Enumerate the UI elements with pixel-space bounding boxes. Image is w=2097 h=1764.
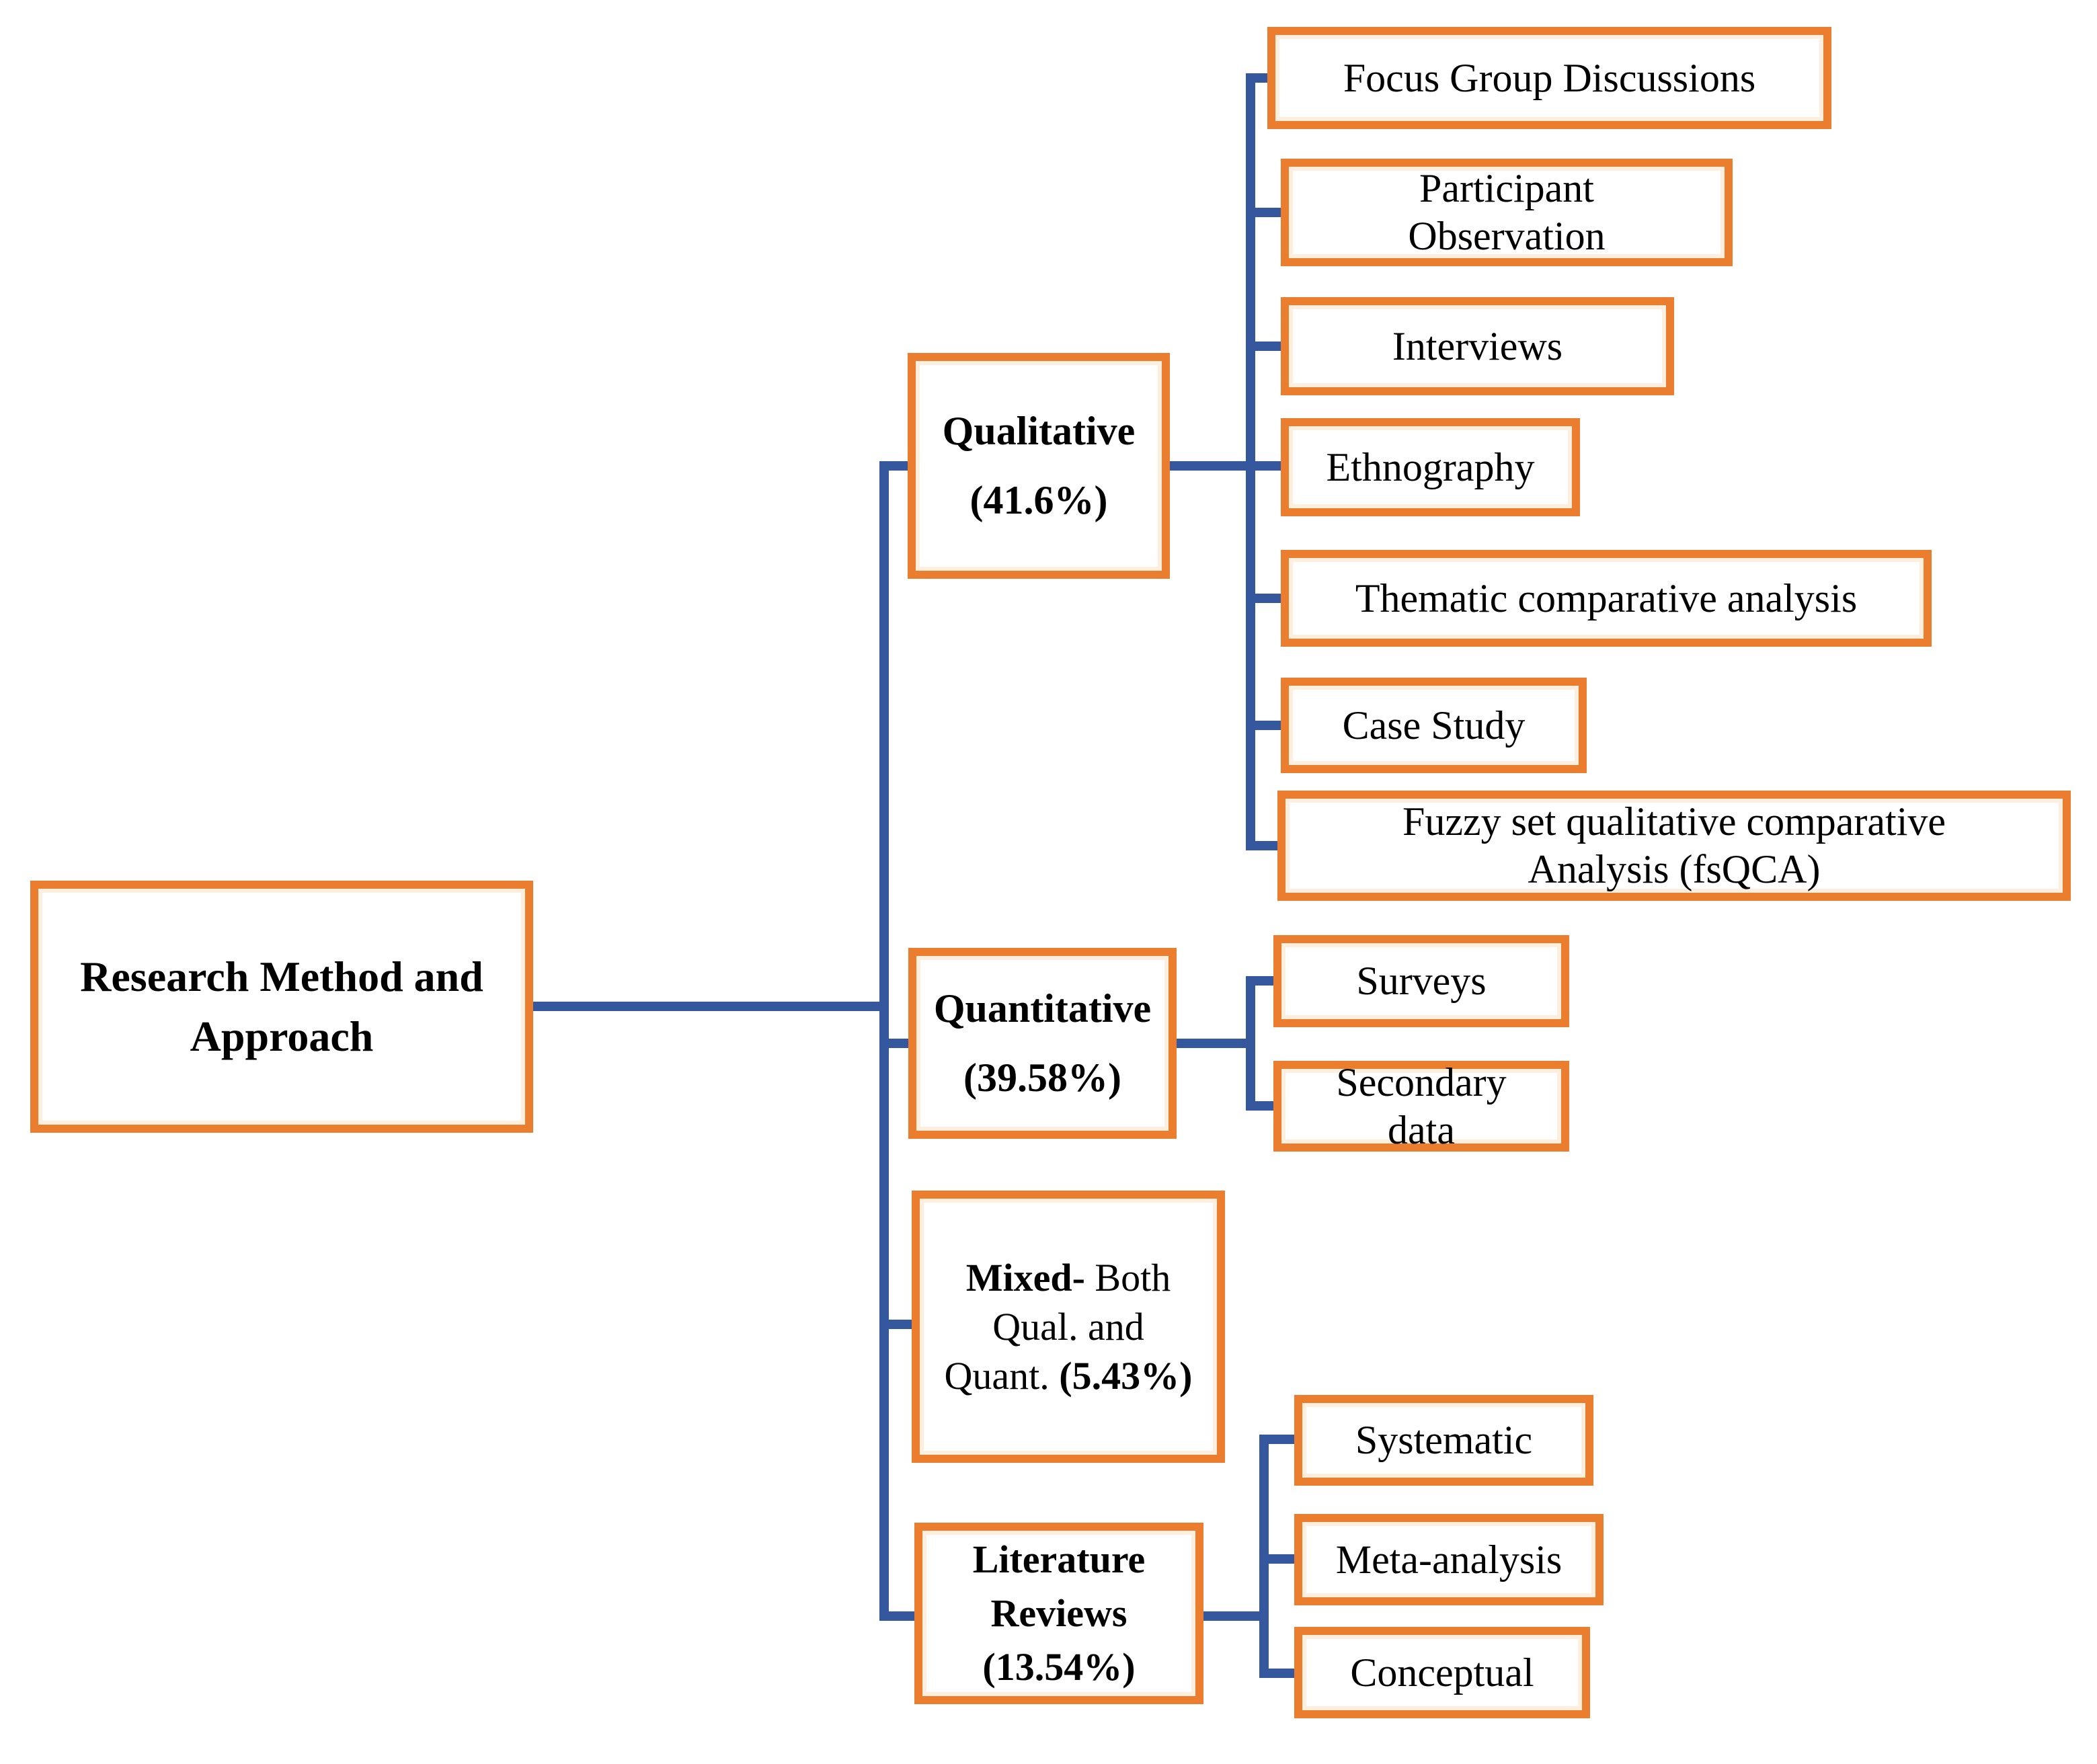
mixed-bold-word: Mixed- <box>965 1255 1085 1299</box>
leaf-label: Conceptual <box>1350 1650 1534 1695</box>
leaf-label: Meta-analysis <box>1335 1537 1562 1582</box>
branch-box-mixed: Mixed- Both Qual. and Quant. (5.43%) <box>912 1191 1225 1463</box>
mixed-rest-line1: Both <box>1084 1255 1171 1299</box>
connector-stub-fsqca <box>1246 841 1277 850</box>
connector-quantitative-children-trunk <box>1246 976 1255 1111</box>
root-label-line1: Research Method and <box>80 953 483 1001</box>
connector-root-horizontal <box>533 1002 889 1011</box>
literature-percent: (13.54%) <box>982 1645 1136 1689</box>
leaf-box-surveys: Surveys <box>1273 935 1569 1027</box>
leaf-label-line1: Participant <box>1419 166 1594 211</box>
connector-qualitative-out <box>1170 461 1281 471</box>
mixed-label-line3: Quant. (5.43%) <box>945 1351 1193 1400</box>
leaf-label: Interviews <box>1392 323 1563 368</box>
connector-stub-secondary-data <box>1255 1101 1273 1111</box>
leaf-box-conceptual: Conceptual <box>1294 1627 1590 1718</box>
mixed-rest-line3: Quant. <box>944 1354 1060 1398</box>
leaf-label: Focus Group Discussions <box>1343 55 1756 100</box>
mixed-label-line2: Qual. and <box>992 1304 1144 1349</box>
connector-stub-meta-analysis <box>1269 1554 1294 1564</box>
connector-stub-systematic <box>1269 1435 1294 1444</box>
mixed-percent: (5.43%) <box>1059 1354 1193 1398</box>
connector-stub-quantitative <box>889 1039 908 1048</box>
leaf-box-ethnography: Ethnography <box>1281 418 1580 516</box>
connector-main-trunk <box>879 461 889 1621</box>
connector-literature-children-trunk <box>1259 1435 1269 1678</box>
leaf-label: Surveys <box>1356 959 1487 1004</box>
leaf-label: Thematic comparative analysis <box>1355 575 1858 620</box>
connector-literature-out <box>1203 1611 1269 1621</box>
connector-stub-qualitative <box>889 461 908 471</box>
leaf-label-line2: Analysis (fsQCA) <box>1528 847 1821 891</box>
leaf-box-thematic-comparative-analysis: Thematic comparative analysis <box>1281 550 1932 647</box>
quantitative-title: Quantitative <box>933 986 1152 1031</box>
leaf-label-line1: Secondary <box>1336 1059 1507 1105</box>
root-label-line2: Approach <box>190 1012 374 1060</box>
branch-box-qualitative: Qualitative (41.6%) <box>908 353 1170 579</box>
root-box-research-method-and-approach: Research Method and Approach <box>30 881 533 1133</box>
connector-stub-participant-observation <box>1255 208 1281 217</box>
connector-stub-interviews <box>1255 342 1281 351</box>
connector-qualitative-children-trunk <box>1246 73 1255 850</box>
leaf-box-case-study: Case Study <box>1281 678 1587 773</box>
leaf-label-line2: data <box>1388 1107 1455 1152</box>
leaf-box-interviews: Interviews <box>1281 297 1674 395</box>
connector-stub-case-study <box>1255 721 1281 730</box>
connector-stub-literature <box>889 1611 914 1621</box>
connector-stub-thematic <box>1255 594 1281 603</box>
leaf-label: Systematic <box>1355 1418 1533 1463</box>
connector-stub-mixed <box>889 1320 912 1329</box>
qualitative-title: Qualitative <box>942 408 1136 453</box>
mixed-label-line1: Mixed- Both <box>966 1253 1171 1302</box>
leaf-box-participant-observation: Participant Observation <box>1281 159 1733 266</box>
leaf-label-line2: Observation <box>1408 214 1606 258</box>
leaf-box-focus-group-discussions: Focus Group Discussions <box>1267 27 1831 129</box>
leaf-label: Case Study <box>1342 703 1526 748</box>
connector-stub-focus-group <box>1255 73 1267 83</box>
literature-title-line1: Literature <box>972 1537 1146 1581</box>
connector-quantitative-out <box>1177 1039 1255 1048</box>
connector-stub-conceptual <box>1269 1669 1294 1678</box>
qualitative-percent: (41.6%) <box>970 478 1108 522</box>
branch-box-quantitative: Quantitative (39.58%) <box>908 948 1177 1139</box>
leaf-box-meta-analysis: Meta-analysis <box>1294 1514 1604 1605</box>
quantitative-percent: (39.58%) <box>963 1055 1121 1100</box>
branch-box-literature-reviews: Literature Reviews (13.54%) <box>914 1523 1203 1704</box>
literature-title-line2: Reviews <box>990 1591 1127 1635</box>
leaf-box-secondary-data: Secondary data <box>1273 1059 1569 1152</box>
connector-stub-surveys <box>1255 976 1273 986</box>
leaf-label-line1: Fuzzy set qualitative comparative <box>1402 799 1946 844</box>
leaf-box-fsqca: Fuzzy set qualitative comparative Analys… <box>1277 791 2071 901</box>
leaf-box-systematic: Systematic <box>1294 1395 1593 1486</box>
leaf-label: Ethnography <box>1326 444 1535 489</box>
